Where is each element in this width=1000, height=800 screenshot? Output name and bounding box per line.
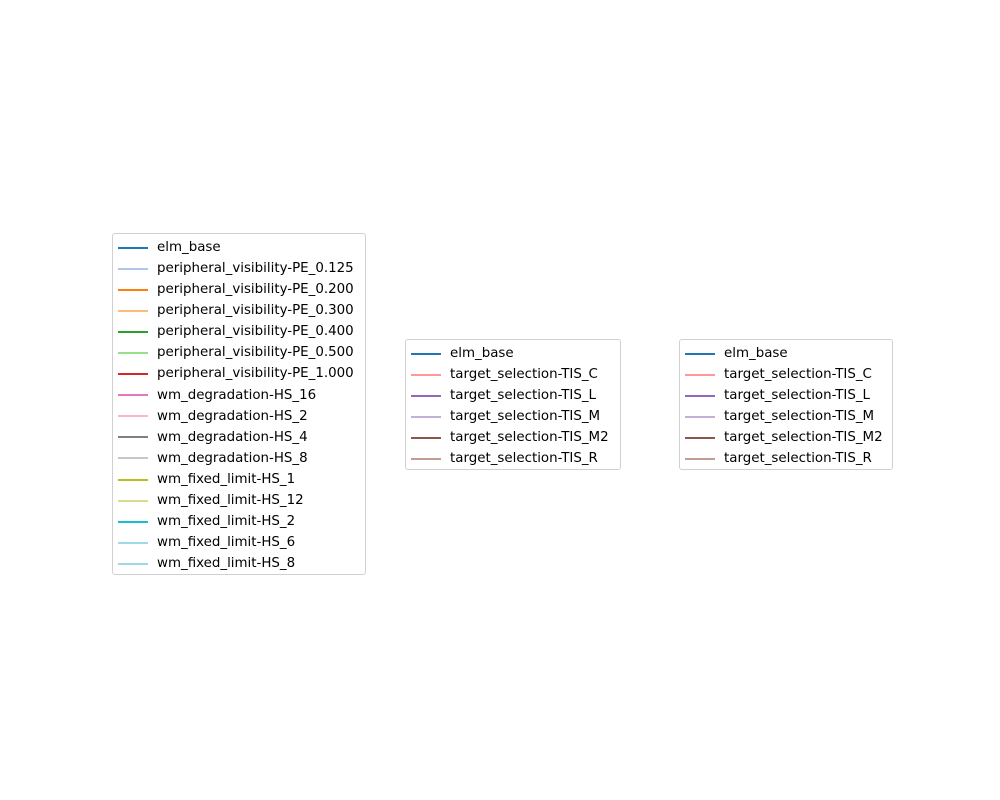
legend-label: wm_fixed_limit-HS_8 bbox=[157, 556, 296, 572]
legend-label: target_selection-TIS_M bbox=[450, 409, 601, 425]
legend-entry: target_selection-TIS_R bbox=[685, 448, 887, 469]
legend-line-swatch bbox=[118, 352, 148, 355]
legend-entry: target_selection-TIS_L bbox=[411, 385, 615, 406]
legend-entry: peripheral_visibility-PE_0.200 bbox=[118, 279, 360, 300]
legend-label: wm_degradation-HS_2 bbox=[157, 408, 308, 424]
legend-entry: target_selection-TIS_M2 bbox=[685, 427, 887, 448]
legend-line-swatch bbox=[685, 352, 715, 355]
legend-entry: target_selection-TIS_C bbox=[685, 364, 887, 385]
legend-label: peripheral_visibility-PE_0.125 bbox=[157, 260, 354, 276]
legend-entry: target_selection-TIS_M2 bbox=[411, 427, 615, 448]
legend-label: wm_degradation-HS_4 bbox=[157, 429, 308, 445]
legend-label: elm_base bbox=[450, 345, 514, 361]
legend-line-swatch bbox=[118, 520, 148, 523]
legend-line-swatch bbox=[411, 415, 441, 418]
legend-entry: wm_degradation-HS_2 bbox=[118, 406, 360, 427]
legend-label: wm_degradation-HS_8 bbox=[157, 450, 308, 466]
legend-label: peripheral_visibility-PE_0.200 bbox=[157, 282, 354, 298]
legend-line-swatch bbox=[118, 288, 148, 291]
legend-line-swatch bbox=[685, 394, 715, 397]
legend-label: wm_fixed_limit-HS_2 bbox=[157, 514, 296, 530]
legend-line-swatch bbox=[411, 373, 441, 376]
legend-entry: target_selection-TIS_M bbox=[685, 406, 887, 427]
legend-line-swatch bbox=[118, 541, 148, 544]
legend-entry: elm_base bbox=[118, 237, 360, 258]
legend-line-swatch bbox=[411, 352, 441, 355]
legend-line-swatch bbox=[118, 499, 148, 502]
legend-label: target_selection-TIS_L bbox=[450, 388, 596, 404]
legend-entry: target_selection-TIS_L bbox=[685, 385, 887, 406]
legend-label: target_selection-TIS_C bbox=[724, 366, 872, 382]
legend-entry: peripheral_visibility-PE_0.300 bbox=[118, 300, 360, 321]
legend-panel-middle: elm_base target_selection-TIS_C target_sel… bbox=[405, 339, 621, 470]
legend-entry: wm_fixed_limit-HS_12 bbox=[118, 490, 360, 511]
legend-label: peripheral_visibility-PE_1.000 bbox=[157, 366, 354, 382]
legend-line-swatch bbox=[685, 458, 715, 461]
legend-label: target_selection-TIS_L bbox=[724, 388, 870, 404]
legend-line-swatch bbox=[118, 562, 148, 565]
legend-line-swatch bbox=[411, 458, 441, 461]
legend-entry: wm_fixed_limit-HS_8 bbox=[118, 553, 360, 574]
legend-entry: wm_degradation-HS_8 bbox=[118, 448, 360, 469]
legend-entry: peripheral_visibility-PE_0.400 bbox=[118, 321, 360, 342]
legend-entry: target_selection-TIS_M bbox=[411, 406, 615, 427]
legend-line-swatch bbox=[118, 373, 148, 376]
legend-entry: wm_fixed_limit-HS_2 bbox=[118, 511, 360, 532]
legend-entry: elm_base bbox=[411, 343, 615, 364]
legend-label: target_selection-TIS_M2 bbox=[724, 430, 883, 446]
legend-line-swatch bbox=[685, 415, 715, 418]
legend-label: wm_fixed_limit-HS_6 bbox=[157, 535, 296, 551]
legend-line-swatch bbox=[118, 478, 148, 481]
legend-line-swatch bbox=[685, 436, 715, 439]
legend-entry: wm_degradation-HS_4 bbox=[118, 427, 360, 448]
legend-entry: wm_fixed_limit-HS_1 bbox=[118, 469, 360, 490]
legend-line-swatch bbox=[118, 330, 148, 333]
legend-label: target_selection-TIS_M2 bbox=[450, 430, 609, 446]
legend-entry: peripheral_visibility-PE_1.000 bbox=[118, 364, 360, 385]
legend-entry: elm_base bbox=[685, 343, 887, 364]
legend-label: target_selection-TIS_C bbox=[450, 366, 598, 382]
legend-line-swatch bbox=[118, 436, 148, 439]
legend-entry: peripheral_visibility-PE_0.500 bbox=[118, 342, 360, 363]
legend-line-swatch bbox=[118, 394, 148, 397]
legend-entry: peripheral_visibility-PE_0.125 bbox=[118, 258, 360, 279]
legend-line-swatch bbox=[118, 309, 148, 312]
legend-label: target_selection-TIS_R bbox=[450, 451, 598, 467]
legend-line-swatch bbox=[685, 373, 715, 376]
legend-label: elm_base bbox=[724, 345, 788, 361]
legend-label: peripheral_visibility-PE_0.300 bbox=[157, 303, 354, 319]
legend-line-swatch bbox=[411, 436, 441, 439]
legend-label: target_selection-TIS_R bbox=[724, 451, 872, 467]
legend-line-swatch bbox=[118, 457, 148, 460]
legend-entry: target_selection-TIS_C bbox=[411, 364, 615, 385]
legend-line-swatch bbox=[118, 415, 148, 418]
legend-entry: wm_degradation-HS_16 bbox=[118, 385, 360, 406]
legend-label: peripheral_visibility-PE_0.500 bbox=[157, 345, 354, 361]
legend-label: wm_fixed_limit-HS_1 bbox=[157, 471, 296, 487]
legend-label: target_selection-TIS_M bbox=[724, 409, 875, 425]
legend-entry: wm_fixed_limit-HS_6 bbox=[118, 532, 360, 553]
legend-label: peripheral_visibility-PE_0.400 bbox=[157, 324, 354, 340]
legend-panel-right: elm_base target_selection-TIS_C target_sel… bbox=[679, 339, 893, 470]
legend-label: elm_base bbox=[157, 239, 221, 255]
legend-entry: target_selection-TIS_R bbox=[411, 448, 615, 469]
legend-label: wm_fixed_limit-HS_12 bbox=[157, 492, 304, 508]
legend-line-swatch bbox=[411, 394, 441, 397]
legend-line-swatch bbox=[118, 246, 148, 249]
legend-line-swatch bbox=[118, 267, 148, 270]
legend-label: wm_degradation-HS_16 bbox=[157, 387, 317, 403]
